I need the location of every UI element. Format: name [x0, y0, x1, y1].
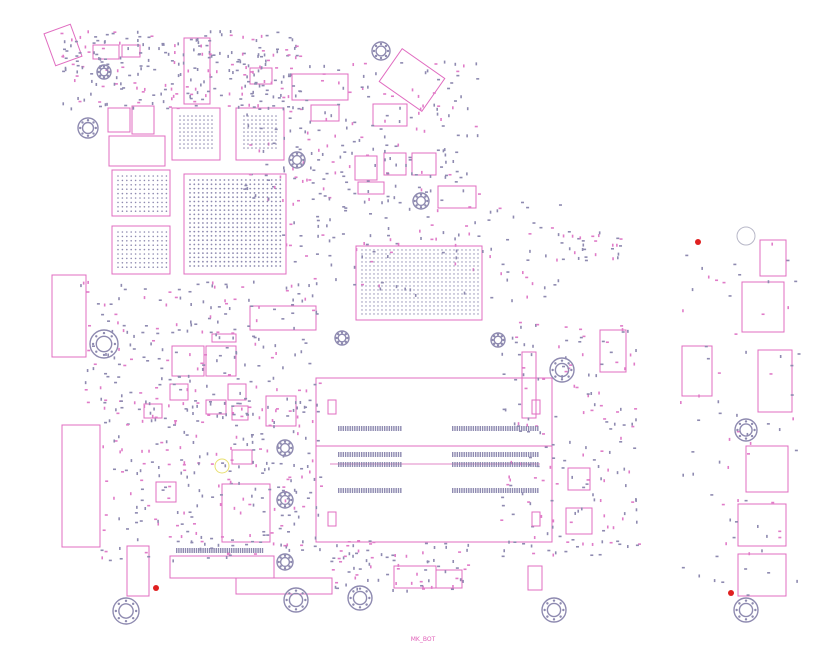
mounting-hole [371, 41, 391, 61]
ic-package [235, 107, 285, 161]
port-right [741, 281, 785, 333]
connector-bottom [435, 569, 463, 589]
port-right [737, 503, 787, 547]
mounting-hole [112, 597, 140, 625]
connector-left-mid [51, 274, 87, 358]
component-pads [60, 30, 801, 596]
mounting-hole [347, 585, 373, 611]
component-block [107, 107, 131, 133]
mounting-hole [734, 418, 758, 442]
component-block [227, 383, 247, 401]
chipset-ball-grid [361, 249, 479, 315]
mounting-hole [541, 597, 567, 623]
port-right [745, 445, 789, 493]
connector-angled [378, 48, 446, 112]
ic-package [111, 169, 171, 217]
component-block [92, 44, 120, 60]
component-block [565, 507, 593, 535]
component-block [143, 403, 163, 419]
connector-bottom-left [126, 545, 150, 597]
mounting-hole [549, 357, 575, 383]
memory-slot-lower [315, 445, 553, 543]
ic-package [265, 395, 297, 427]
memory-slot-upper [315, 377, 553, 447]
component-block [131, 105, 155, 135]
component-block [169, 383, 189, 401]
mounting-holes [77, 41, 759, 625]
mounting-hole [283, 587, 309, 613]
soc-ball-grid [189, 179, 282, 267]
port-right [737, 553, 787, 597]
main-soc-package [183, 173, 287, 275]
memory-ball-grid [117, 175, 168, 212]
component-block [249, 305, 317, 331]
component-block [108, 135, 166, 167]
port-right [757, 349, 793, 413]
component-block [521, 351, 537, 419]
connector-top-left [43, 23, 83, 67]
highlight-ring [214, 458, 230, 474]
connector-bottom [235, 577, 333, 595]
component-block [171, 345, 205, 377]
mounting-hole [276, 553, 294, 571]
chipset-package [355, 245, 483, 321]
component-block [291, 73, 349, 101]
component-block [155, 481, 177, 503]
mounting-hole [334, 330, 350, 346]
connector-bottom [393, 565, 437, 589]
ic-package [171, 107, 221, 161]
component-block [527, 565, 543, 591]
ic-package [221, 483, 271, 543]
board-label: MK_BOT [410, 636, 436, 643]
component-block [599, 329, 627, 373]
pmic-ball-grid [179, 115, 213, 149]
ic-package [111, 225, 171, 275]
fiducial [153, 585, 159, 591]
component-block [310, 104, 340, 122]
fiducial [728, 590, 734, 596]
silkscreen-outlines [43, 23, 793, 597]
component-block [372, 103, 408, 127]
large-pad [736, 226, 756, 246]
port-right [759, 239, 787, 277]
component-block [383, 152, 407, 176]
mounting-hole [276, 491, 294, 509]
connector-bottom [169, 555, 275, 579]
component-block [411, 152, 437, 176]
component-block [211, 333, 237, 343]
mounting-hole [77, 117, 99, 139]
component-block [231, 449, 253, 465]
mounting-hole [89, 329, 119, 359]
component-block [354, 155, 378, 181]
pmic-ball-grid [243, 115, 277, 149]
component-block [437, 185, 477, 209]
component-block [205, 345, 237, 377]
component-block [121, 44, 141, 58]
fiducials [153, 226, 756, 596]
mounting-hole [276, 439, 294, 457]
mounting-hole [96, 64, 112, 80]
component-block [205, 399, 227, 415]
mounting-hole [288, 151, 306, 169]
component-block [681, 345, 713, 397]
fiducial [695, 239, 701, 245]
connector-vertical [183, 37, 211, 105]
mounting-hole [490, 332, 506, 348]
connector-left-low [61, 424, 101, 548]
component-block [357, 181, 385, 195]
component-block [567, 467, 591, 491]
memory-ball-grid [117, 231, 168, 269]
mounting-hole [412, 192, 430, 210]
component-block [249, 67, 273, 85]
bga-arrays [117, 115, 479, 315]
mounting-hole [733, 597, 759, 623]
